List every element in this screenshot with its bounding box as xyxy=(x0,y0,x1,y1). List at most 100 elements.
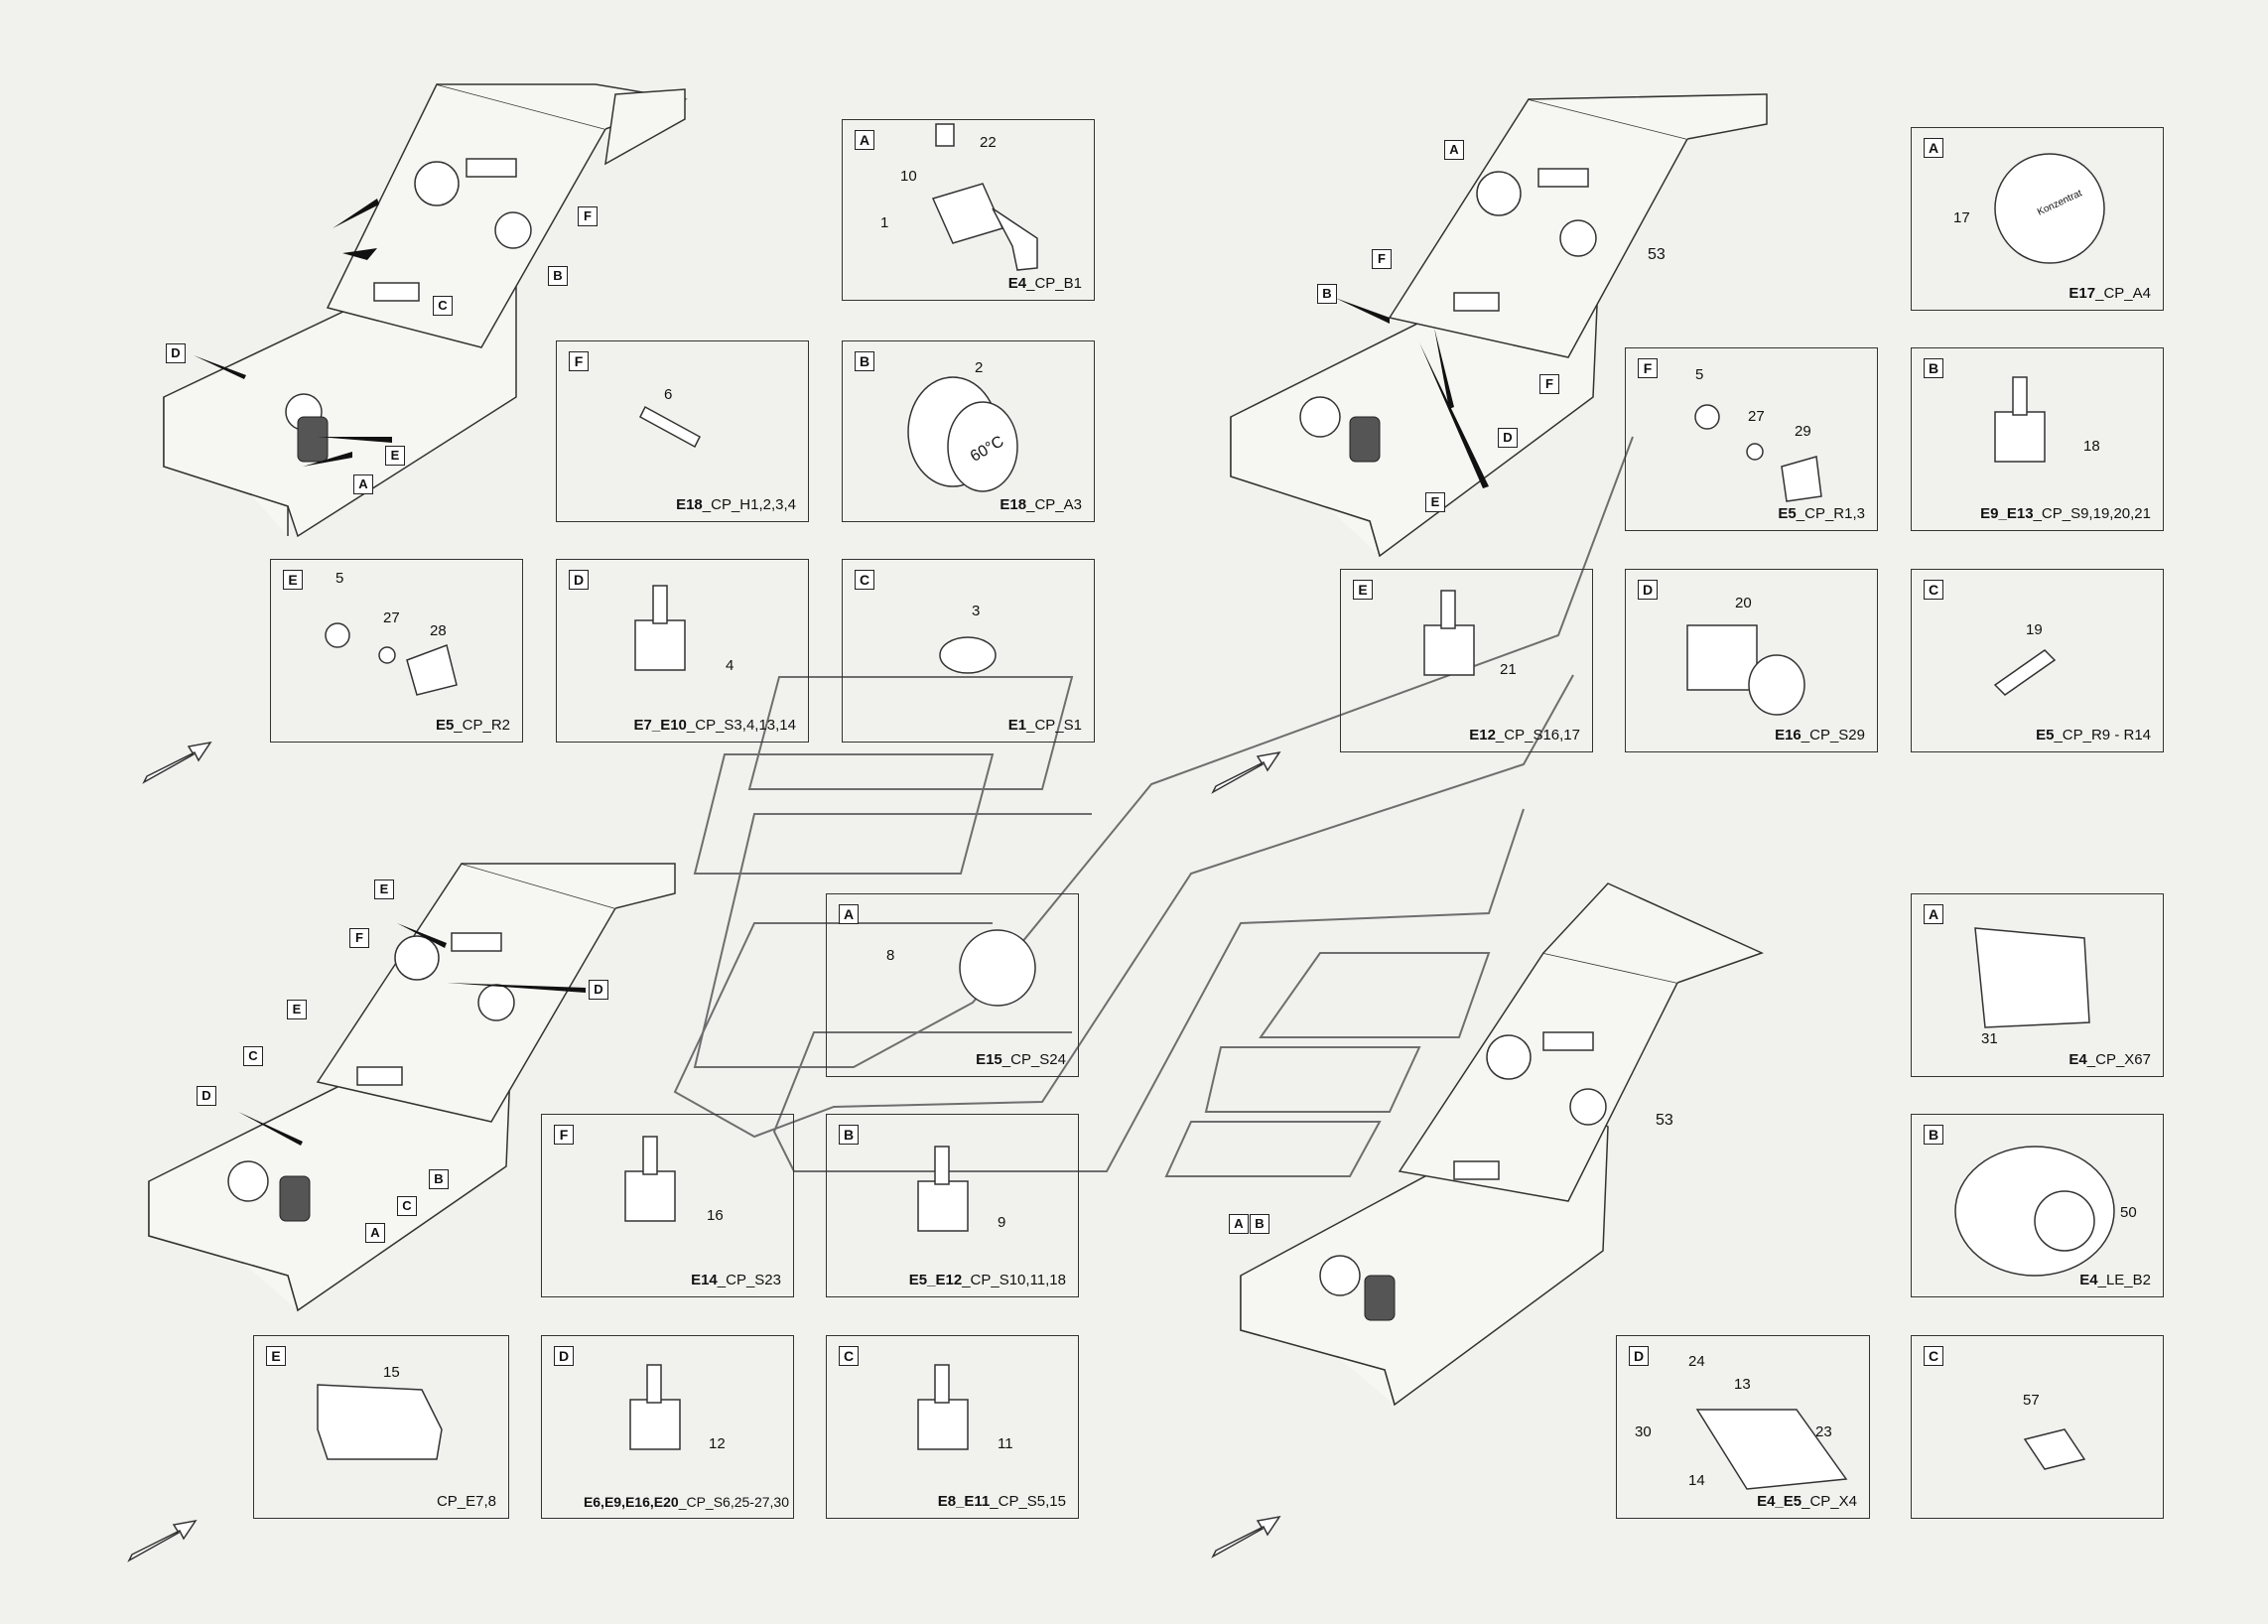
part-number: 27 xyxy=(1748,408,1765,425)
panel-letter: A xyxy=(855,130,874,150)
part-panel-e-toggle: E 21 E12_CP_S16,17 xyxy=(1340,569,1593,752)
panel-caption: E14_CP_S23 xyxy=(691,1272,781,1288)
console-callout: D xyxy=(166,343,186,363)
part-panel-c-button: C 3 E1_CP_S1 xyxy=(842,559,1095,743)
part-number: 12 xyxy=(709,1435,726,1452)
part-panel-a-mushroom-button: A 8 E15_CP_S24 xyxy=(826,893,1079,1077)
panel-caption: E18_CP_A3 xyxy=(1000,496,1082,513)
panel-caption: E8_E11_CP_S5,15 xyxy=(937,1493,1066,1510)
console-bottom-left xyxy=(148,863,676,1312)
panel-caption: E9_E13_CP_S9,19,20,21 xyxy=(1980,505,2151,522)
part-panel-a-connector: A 31 E4_CP_X67 xyxy=(1911,893,2164,1077)
panel-caption: E18_CP_H1,2,3,4 xyxy=(676,496,796,513)
panel-letter: E xyxy=(1353,580,1373,600)
part-number: 28 xyxy=(430,622,447,639)
panel-letter: F xyxy=(569,351,589,371)
part-number: 17 xyxy=(1953,209,1970,226)
part-panel-c-tie-mount: C 57 xyxy=(1911,1335,2164,1519)
part-number: 50 xyxy=(2120,1204,2137,1221)
part-number: 3 xyxy=(972,603,981,619)
panel-caption: E16_CP_S29 xyxy=(1775,727,1865,744)
console-callout: A xyxy=(365,1223,385,1243)
part-number: 27 xyxy=(383,609,400,626)
direction-arrows xyxy=(127,741,1281,1562)
panel-letter: D xyxy=(1638,580,1658,600)
part-panel-a-joystick: A 22 10 1 E4_CP_B1 xyxy=(842,119,1095,301)
console-callout: C xyxy=(243,1046,263,1066)
console-callout: E xyxy=(374,880,394,899)
panel-letter: C xyxy=(1924,580,1943,600)
part-number: 4 xyxy=(726,657,734,674)
console-callout: D xyxy=(589,980,608,1000)
console-callout: F xyxy=(1539,374,1559,394)
part-panel-e-cover: E 15 CP_E7,8 xyxy=(253,1335,509,1519)
console-callout: D xyxy=(1498,428,1518,448)
panel-caption: E5_E12_CP_S10,11,18 xyxy=(908,1272,1066,1288)
part-number: 30 xyxy=(1635,1423,1652,1440)
panel-letter: B xyxy=(855,351,874,371)
callout-pointers xyxy=(194,199,1489,1146)
part-number: 21 xyxy=(1500,661,1517,678)
console-callout: E xyxy=(1425,492,1445,512)
panel-letter: D xyxy=(569,570,589,590)
part-panel-d-terminal-block: D 24 13 30 23 14 E4_E5_CP_X4 xyxy=(1616,1335,1870,1519)
part-number: 11 xyxy=(998,1435,1013,1452)
panel-caption: E5_CP_R1,3 xyxy=(1778,505,1865,522)
part-number: 57 xyxy=(2023,1392,2040,1409)
console-top-right xyxy=(1230,93,1768,558)
knob-marking: Konzentrat xyxy=(2035,188,2084,218)
part-panel-b-gauge-cap: B 2 60°C E18_CP_A3 xyxy=(842,340,1095,522)
console-callout: B xyxy=(1317,284,1337,304)
part-number: 31 xyxy=(1981,1030,1998,1047)
console-callout: A xyxy=(1444,140,1464,160)
part-number: 2 xyxy=(975,359,984,376)
part-number: 5 xyxy=(335,570,344,587)
panel-letter: B xyxy=(1924,1125,1943,1145)
part-panel-e-potentiometer: E 5 27 28 E5_CP_R2 xyxy=(270,559,523,743)
part-panel-f-potentiometer: F 5 27 29 E5_CP_R1,3 xyxy=(1625,347,1878,531)
panel-caption: E4_LE_B2 xyxy=(2079,1272,2151,1288)
console-callout: F xyxy=(1372,249,1392,269)
panel-caption: E12_CP_S16,17 xyxy=(1469,727,1580,744)
part-number: 15 xyxy=(383,1364,400,1381)
part-number: 22 xyxy=(980,134,997,151)
part-panel-d-toggle-2: D 12 E6,E9,E16,E20_CP_S6,25-27,30 xyxy=(541,1335,794,1519)
part-number: 6 xyxy=(664,386,673,403)
part-panel-b-rotary-knob: B 50 E4_LE_B2 xyxy=(1911,1114,2164,1297)
panel-letter: A xyxy=(1924,904,1943,924)
panel-letter: D xyxy=(554,1346,574,1366)
part-number: 10 xyxy=(900,168,917,185)
part-panel-f-toggle: F 16 E14_CP_S23 xyxy=(541,1114,794,1297)
reference-number: 53 xyxy=(1656,1112,1673,1129)
part-number: 1 xyxy=(880,214,889,231)
panel-letter: D xyxy=(1629,1346,1649,1366)
panel-caption: E6,E9,E16,E20_CP_S6,25-27,30 xyxy=(583,1494,789,1510)
part-number: 9 xyxy=(998,1214,1006,1231)
panel-letter: F xyxy=(1638,358,1658,378)
part-panel-d-emergency-stop: D 20 E16_CP_S29 xyxy=(1625,569,1878,752)
panel-caption: CP_E7,8 xyxy=(436,1493,496,1510)
part-illustrations xyxy=(317,123,2115,1490)
console-callout: C xyxy=(397,1196,417,1216)
console-callout: D xyxy=(197,1086,216,1106)
console-callout: F xyxy=(578,206,598,226)
part-number: 16 xyxy=(707,1207,724,1224)
panel-letter: A xyxy=(1924,138,1943,158)
console-callout: B xyxy=(429,1169,449,1189)
panel-caption: E5_CP_R9 - R14 xyxy=(2036,727,2151,744)
part-number: 24 xyxy=(1688,1353,1705,1370)
part-panel-a-knob: A 17 Konzentrat E17_CP_A4 xyxy=(1911,127,2164,311)
part-number: 23 xyxy=(1815,1423,1832,1440)
console-callout: E xyxy=(287,1000,307,1019)
panel-letter: A xyxy=(839,904,859,924)
part-panel-b-toggle-2: B 9 E5_E12_CP_S10,11,18 xyxy=(826,1114,1079,1297)
panel-caption: E4_CP_B1 xyxy=(1007,275,1082,292)
console-bottom-right xyxy=(1240,882,1765,1407)
panel-letter: C xyxy=(1924,1346,1943,1366)
panel-letter: C xyxy=(855,570,874,590)
panel-caption: E1_CP_S1 xyxy=(1007,717,1082,734)
part-number: 18 xyxy=(2083,438,2100,455)
part-number: 13 xyxy=(1734,1376,1751,1393)
console-callout: C xyxy=(433,296,453,316)
